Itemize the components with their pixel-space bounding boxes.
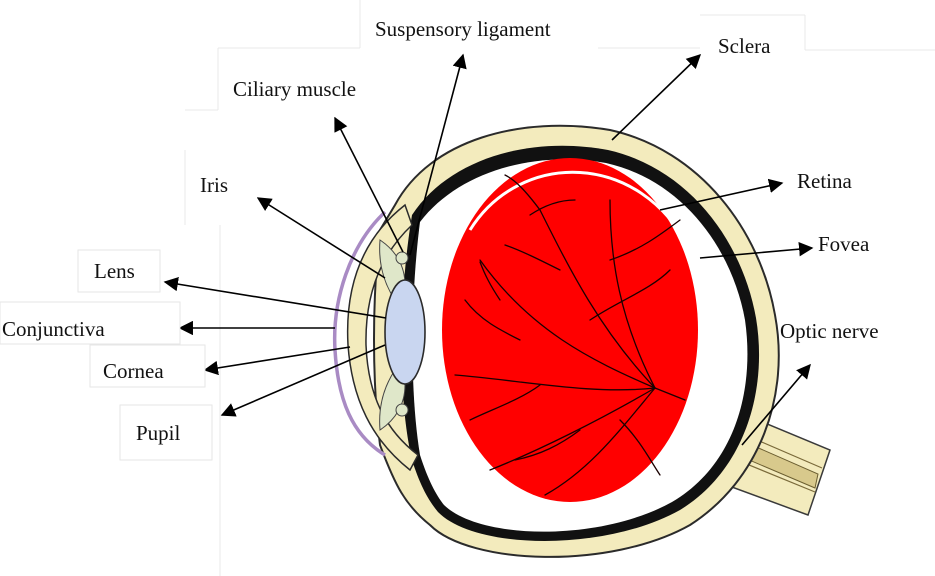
label-optic-nerve: Optic nerve [780,319,879,343]
arrow-sclera [612,55,700,140]
label-cornea: Cornea [103,359,164,383]
label-conjunctiva: Conjunctiva [2,317,105,341]
label-retina: Retina [797,169,852,193]
label-ciliary-muscle: Ciliary muscle [233,77,356,101]
arrow-iris [258,198,385,278]
arrow-cornea [205,347,350,370]
label-fovea: Fovea [818,232,870,256]
lens-shape [385,280,425,384]
label-sclera: Sclera [718,34,771,58]
label-suspensory-ligament: Suspensory ligament [375,17,551,41]
label-iris: Iris [200,173,228,197]
label-pupil: Pupil [136,421,181,445]
label-lens: Lens [94,259,135,283]
